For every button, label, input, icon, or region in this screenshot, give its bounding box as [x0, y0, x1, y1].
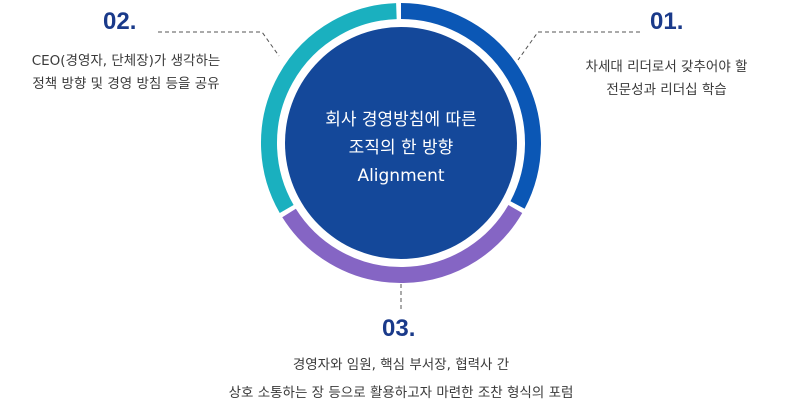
step-02-line-1: CEO(경영자, 단체장)가 생각하는 [31, 53, 221, 69]
step-description-03: 경영자와 임원, 핵심 부서장, 협력사 간 상호 소통하는 장 등으로 활용하… [144, 354, 658, 405]
step-description-01: 차세대 리더로서 갖추어야 할 전문성과 리더십 학습 [545, 56, 788, 102]
step-description-02: CEO(경영자, 단체장)가 생각하는 정책 방향 및 경영 방침 등을 공유 [0, 50, 252, 96]
leader-line-01 [517, 31, 640, 61]
center-label-line-1: 회사 경영방침에 따른 [325, 110, 477, 130]
step-number-01: 01. [650, 8, 684, 35]
step-03-line-1: 경영자와 임원, 핵심 부서장, 협력사 간 [292, 357, 510, 373]
step-03-line-2: 상호 소통하는 장 등으로 활용하고자 마련한 조찬 형식의 포럼 [228, 385, 574, 401]
step-01-line-2: 전문성과 리더십 학습 [606, 82, 727, 98]
center-circle [285, 27, 517, 259]
step-02-line-2: 정책 방향 및 경영 방침 등을 공유 [32, 76, 220, 92]
step-01-line-1: 차세대 리더로서 갖추어야 할 [585, 59, 748, 75]
step-number-03: 03. [382, 315, 416, 342]
center-label-line-2: 조직의 한 방향 [348, 138, 454, 158]
center-label-line-3: Alignment [357, 166, 445, 186]
step-number-02: 02. [103, 8, 137, 35]
ring-segment-01 [400, 3, 541, 209]
ring-segment-03 [282, 204, 523, 283]
ring-segment-02 [261, 3, 397, 213]
center-label: 회사 경영방침에 따른 조직의 한 방향 Alignment [301, 106, 501, 190]
